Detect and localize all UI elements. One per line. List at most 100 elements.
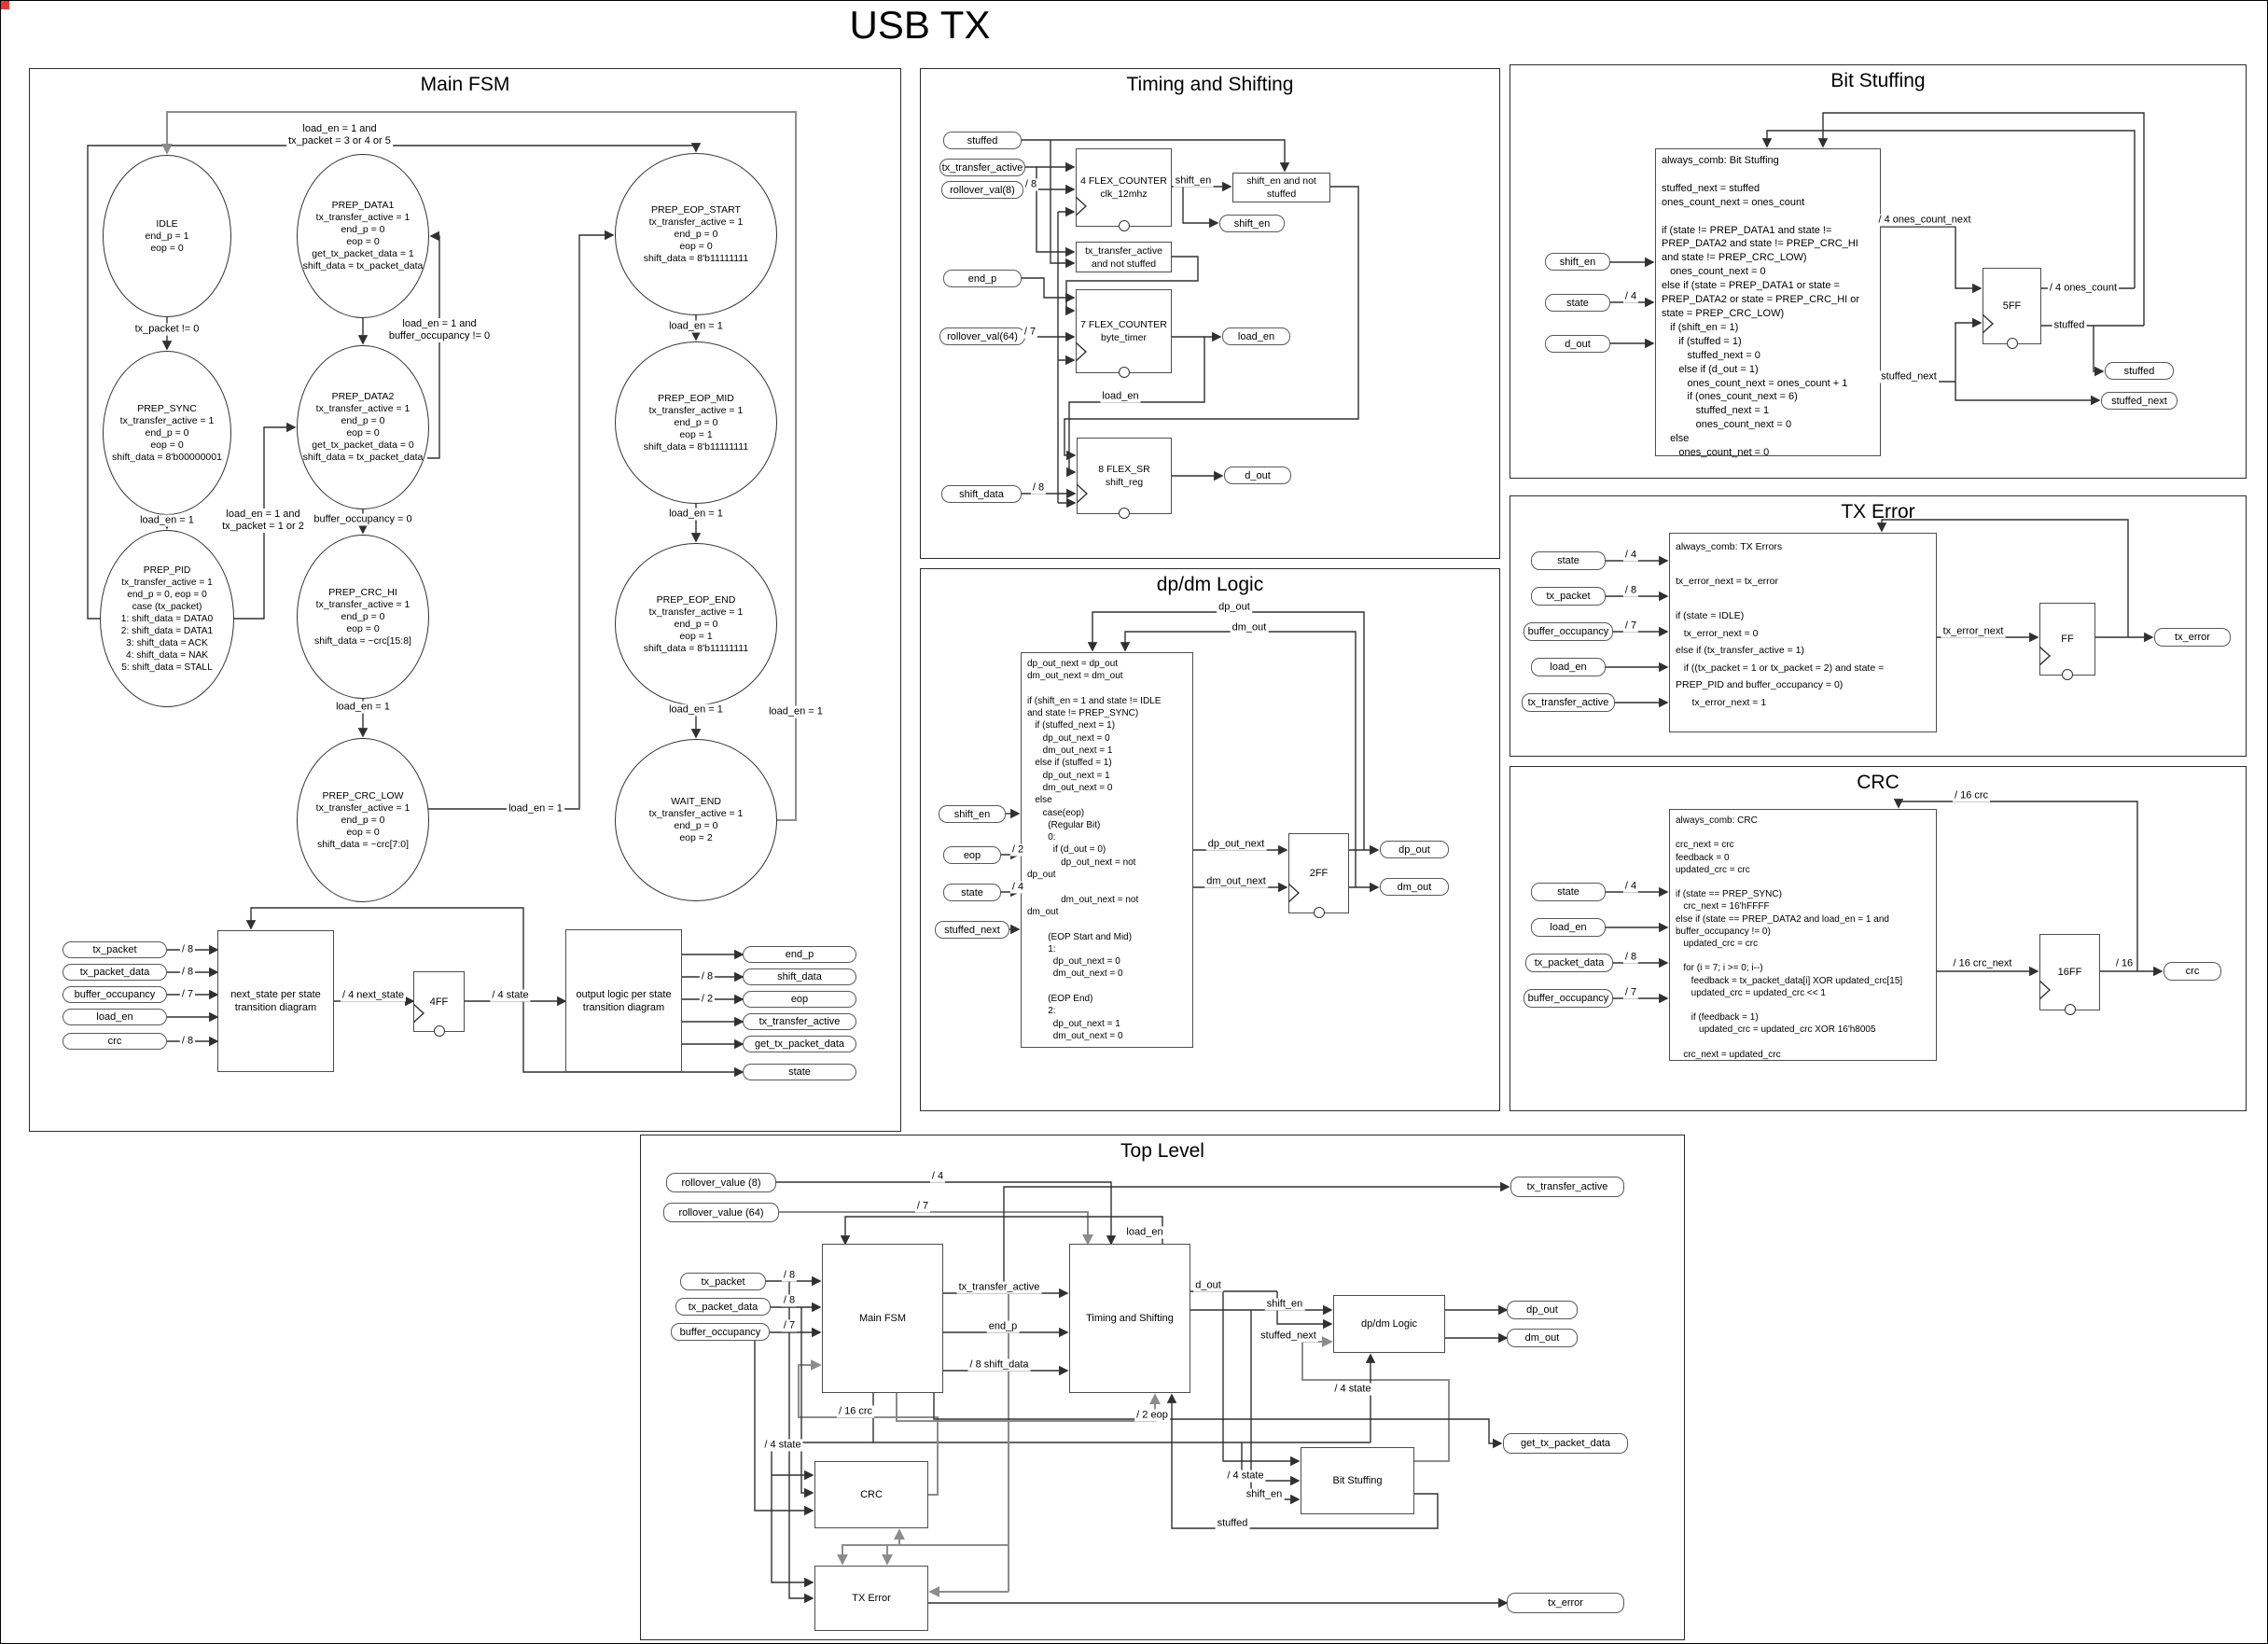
wire-label-2: / 2 xyxy=(699,993,716,1006)
wire-label-end-p: end_p xyxy=(986,1320,1020,1333)
wire-label-16-crc: / 16 crc xyxy=(1952,789,1991,802)
pill-end-p: end_p xyxy=(743,946,856,963)
wire-label-load-en: load_en xyxy=(1100,390,1141,403)
pill-buffer-occupancy: buffer_occupancy xyxy=(1524,622,1613,641)
wire-label-4-ones-count: / 4 ones_count xyxy=(2047,282,2120,295)
pill-tx-error: tx_error xyxy=(2154,628,2231,647)
pill-tx-packet: tx_packet xyxy=(63,941,167,958)
pill-eop: eop xyxy=(743,991,856,1008)
pill-crc: crc xyxy=(63,1033,167,1050)
pill-load-en: load_en xyxy=(1531,658,1606,676)
clock-input-icon xyxy=(1077,483,1089,504)
pill-tx-transfer-active: tx_transfer_active xyxy=(939,159,1025,176)
pill-state: state xyxy=(1531,883,1606,901)
pill-rollover-value-8: rollover_value (8) xyxy=(666,1173,776,1192)
panel-title-top-level: Top Level xyxy=(1120,1140,1204,1162)
wire-label-dp-out: dp_out xyxy=(1217,601,1252,614)
wire-label-7: / 7 xyxy=(1622,986,1639,999)
clock-input-icon xyxy=(1288,883,1301,903)
wire-label-load-en-1: load_en = 1 xyxy=(334,701,392,714)
pill-tx-packet-data: tx_packet_data xyxy=(1525,954,1613,972)
wire-label-8: / 8 xyxy=(781,1294,798,1307)
pill-tx-transfer-active: tx_transfer_active xyxy=(1522,693,1615,712)
pill-rollover-value-64: rollover_value (64) xyxy=(663,1203,779,1222)
wire-label-8: / 8 xyxy=(1030,481,1047,495)
wire-label-4-state: / 4 state xyxy=(490,989,531,1002)
block-tl-crc: CRC xyxy=(814,1461,928,1528)
pill-load-en: load_en xyxy=(1222,327,1290,345)
pill-d-out: d_out xyxy=(1545,335,1610,353)
code-tx-error-code: always_comb: TX Errors tx_error_next = t… xyxy=(1669,533,1937,732)
panel-title-timing-and-shifting: Timing and Shifting xyxy=(1126,74,1294,95)
wire-label-8: / 8 xyxy=(179,1035,196,1048)
pill-eop: eop xyxy=(943,846,1001,864)
wire-label-8: / 8 xyxy=(179,966,196,979)
pill-rollover-val-8: rollover_val(8) xyxy=(941,181,1023,199)
pill-state: state xyxy=(1545,294,1610,312)
block-ff-2: 2FF xyxy=(1288,833,1349,918)
pill-stuffed-next: stuffed_next xyxy=(2101,392,2178,410)
wire-label-shift-en: shift_en xyxy=(1244,1488,1285,1501)
pill-rollover-val-64: rollover_val(64) xyxy=(939,327,1025,345)
pill-buffer-occupancy: buffer_occupancy xyxy=(63,986,167,1003)
wire-label-7: / 7 xyxy=(1022,326,1038,339)
wire-label-4: / 4 xyxy=(929,1170,946,1183)
pill-dm-out: dm_out xyxy=(1380,878,1449,896)
pill-tx-transfer-active: tx_transfer_active xyxy=(743,1013,856,1030)
pill-tx-packet: tx_packet xyxy=(680,1273,766,1290)
pill-shift-data: shift_data xyxy=(743,968,856,985)
pill-dp-out: dp_out xyxy=(1507,1301,1578,1319)
pill-tx-packet-data: tx_packet_data xyxy=(63,964,167,981)
pill-load-en: load_en xyxy=(1531,918,1606,937)
wire-label-load-en-1-and-tx-packet-3-or-4-or-5: load_en = 1 and tx_packet = 3 or 4 or 5 xyxy=(286,123,393,147)
code-dp-dm-code: dp_out_next = dp_out dm_out_next = dm_ou… xyxy=(1021,652,1193,1048)
wire-label-dm-out: dm_out xyxy=(1230,621,1269,634)
wire-label-4-state: / 4 state xyxy=(1332,1383,1373,1396)
wire-label-d-out: d_out xyxy=(1193,1279,1223,1292)
panel-title-main-fsm: Main FSM xyxy=(420,74,510,95)
code-bit-stuffing-code: always_comb: Bit Stuffing stuffed_next =… xyxy=(1655,148,1881,458)
wire-label-8: / 8 xyxy=(179,943,196,956)
page-title: USB TX xyxy=(849,3,991,47)
wire-label-stuffed-next: stuffed_next xyxy=(1259,1330,1318,1343)
reset-bubble-icon xyxy=(2064,1004,2076,1015)
block-tl-tx-error: TX Error xyxy=(814,1566,928,1631)
clock-input-icon xyxy=(1076,341,1088,362)
wire-label-load-en-1: load_en = 1 xyxy=(667,508,725,521)
pill-get-tx-packet-data: get_tx_packet_data xyxy=(743,1036,856,1052)
pill-dm-out: dm_out xyxy=(1507,1329,1578,1347)
pill-tx-packet-data: tx_packet_data xyxy=(675,1298,771,1316)
wire-label-16-crc-next: / 16 crc_next xyxy=(1951,957,2014,970)
corner-artifact xyxy=(1,1,9,9)
wire-label-8: / 8 xyxy=(781,1269,798,1282)
panel-title-crc: CRC xyxy=(1857,772,1899,793)
pill-shift-data: shift_data xyxy=(941,485,1022,503)
clock-input-icon xyxy=(413,1003,425,1024)
wire-label-tx-packet-0: tx_packet != 0 xyxy=(132,323,202,336)
wire-label-8: / 8 xyxy=(699,970,716,983)
pill-tx-error: tx_error xyxy=(1507,1593,1624,1613)
wire-label-load-en-1: load_en = 1 xyxy=(507,802,564,815)
wire-label-8-shift-data: / 8 shift_data xyxy=(967,1358,1031,1372)
wire-label-shift-en: shift_en xyxy=(1173,174,1214,188)
clock-input-icon xyxy=(2039,980,2052,1000)
wire-label-4: / 4 xyxy=(1622,549,1639,562)
wire-label-8: / 8 xyxy=(1023,178,1039,191)
clock-input-icon xyxy=(2039,646,2052,666)
wire-label-16: / 16 xyxy=(2113,957,2136,970)
reset-bubble-icon xyxy=(2006,338,2018,349)
panel-title-tx-error: TX Error xyxy=(1841,501,1915,522)
wire-label-7: / 7 xyxy=(914,1200,931,1213)
